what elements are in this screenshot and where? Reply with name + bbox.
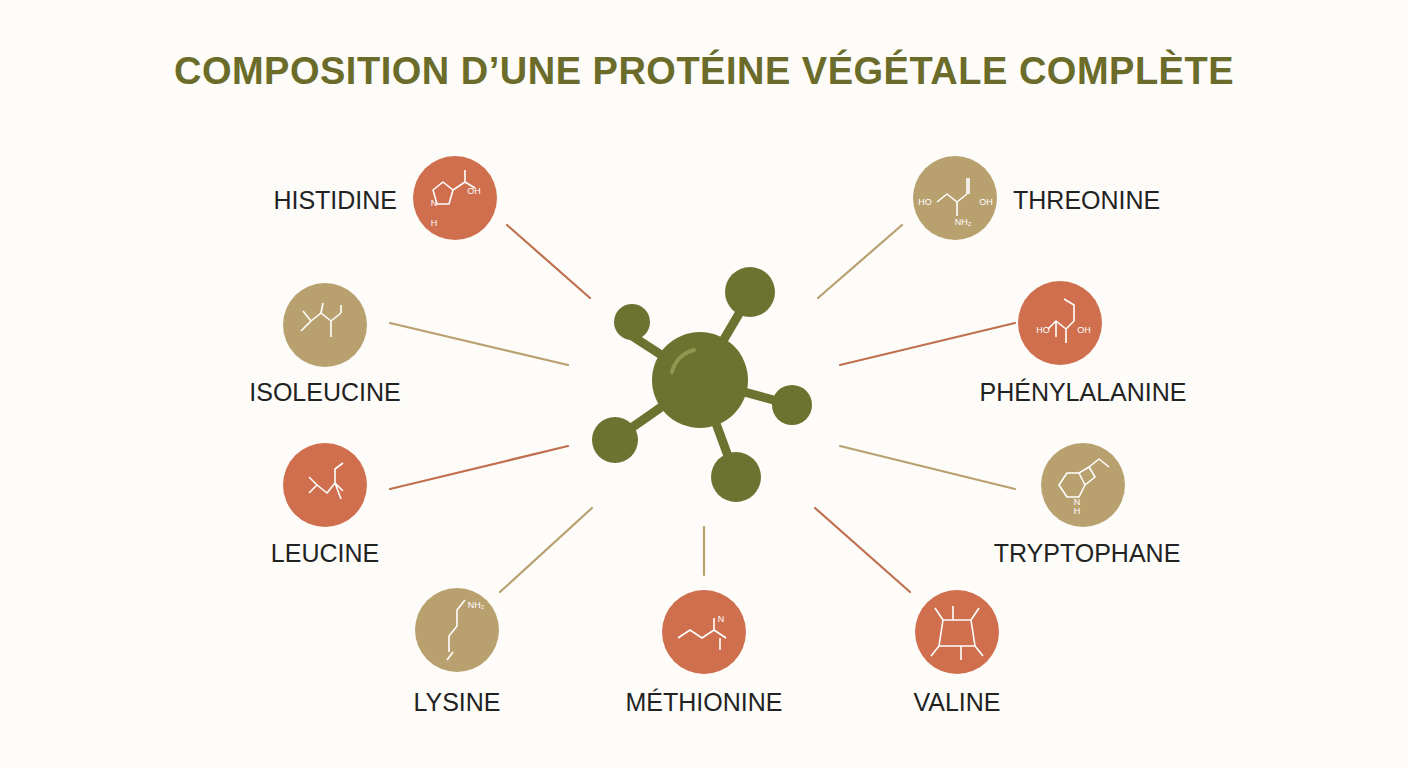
- leader-line: [840, 323, 1015, 365]
- amino-acid-circle: [1040, 442, 1126, 528]
- amino-acid-circle: [414, 587, 500, 673]
- leader-line: [840, 446, 1015, 489]
- amino-acid-name: HISTIDINE: [273, 186, 397, 215]
- atom-label: N: [431, 199, 438, 208]
- structure-icon: [1048, 299, 1074, 343]
- molecule-icon: [592, 267, 812, 502]
- amino-acid-node: HISTIDINE: [412, 155, 498, 241]
- atom-label: NH₂: [955, 218, 972, 227]
- amino-acid-circle: [282, 442, 368, 528]
- leader-line: [390, 446, 568, 489]
- atom-label: H: [431, 219, 438, 228]
- leader-lines: [390, 225, 1015, 592]
- amino-acid-circle: [282, 282, 368, 368]
- amino-acid-circle: [412, 155, 498, 241]
- amino-acid-name: TRYPTOPHANE: [994, 539, 1181, 568]
- amino-acid-name: THREONINE: [1013, 186, 1160, 215]
- leader-line: [500, 508, 592, 592]
- structure-icon: [937, 178, 969, 216]
- amino-acid-circle: [1017, 280, 1103, 366]
- leader-line: [390, 323, 568, 365]
- structure-icon: [931, 606, 983, 660]
- amino-acid-name: LYSINE: [413, 688, 500, 717]
- structure-icon: [301, 303, 341, 337]
- amino-acid-name: MÉTHIONINE: [626, 688, 783, 717]
- structure-icon: [309, 463, 343, 499]
- structure-icon: [1059, 459, 1109, 497]
- title: COMPOSITION D’UNE PROTÉINE VÉGÉTALE COMP…: [0, 50, 1408, 93]
- amino-acid-node: LEUCINE: [282, 442, 368, 528]
- amino-acid-name: PHÉNYLALANINE: [979, 378, 1186, 407]
- amino-acid-node: PHÉNYLALANINE: [1017, 280, 1103, 366]
- amino-acid-node: LYSINE: [414, 587, 500, 673]
- atom-label: OH: [979, 198, 993, 207]
- atom-label: HO: [918, 198, 932, 207]
- leader-line: [507, 225, 590, 298]
- atom-label: H: [1074, 507, 1081, 516]
- amino-acid-name: VALINE: [913, 688, 1000, 717]
- atom-label: N: [1074, 498, 1081, 507]
- amino-acid-node: ISOLEUCINE: [282, 282, 368, 368]
- atom-label: OH: [467, 187, 481, 196]
- amino-acid-node: TRYPTOPHANE: [1040, 442, 1126, 528]
- atom-label: N: [718, 615, 725, 624]
- amino-acid-circle: [661, 589, 747, 675]
- leader-line: [818, 225, 902, 298]
- amino-acid-node: VALINE: [914, 589, 1000, 675]
- amino-acid-circle: [914, 589, 1000, 675]
- atom-label: HO: [1036, 326, 1050, 335]
- leader-line: [703, 527, 705, 575]
- amino-acid-name: ISOLEUCINE: [249, 378, 400, 407]
- amino-acid-name: LEUCINE: [271, 539, 379, 568]
- atom-label: OH: [1077, 326, 1091, 335]
- leader-line: [815, 508, 910, 592]
- atom-label: NH₂: [468, 601, 485, 610]
- structure-icon: [447, 600, 465, 660]
- amino-acid-node: MÉTHIONINE: [661, 589, 747, 675]
